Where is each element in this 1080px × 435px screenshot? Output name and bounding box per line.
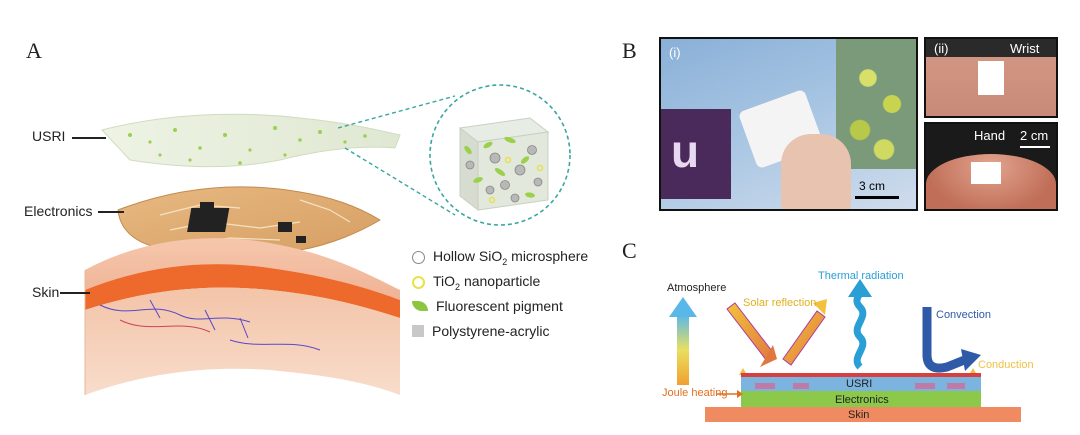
usri-label: USRI: [32, 128, 66, 144]
photo-ii-wrist: (ii) Wrist: [924, 37, 1058, 118]
panel-a-illustration: [84, 84, 571, 395]
hand-scale: 2 cm: [1020, 128, 1049, 143]
green-leaf-icon: [412, 301, 428, 311]
legend-label: Hollow SiO2 microsphere: [433, 248, 589, 267]
legend-label: TiO2 nanoparticle: [433, 273, 541, 292]
wrist-label: Wrist: [1010, 41, 1040, 56]
legend-item-sio2: Hollow SiO2 microsphere: [412, 248, 588, 267]
photo-ii-tag: (ii): [934, 41, 949, 56]
wrist-patch: [978, 61, 1004, 95]
panel-c-diagram: [669, 279, 1021, 422]
electronics-layer-c: [741, 391, 981, 407]
legend-label: Polystyrene-acrylic: [432, 323, 550, 339]
photo-i-scale: 3 cm: [859, 179, 886, 193]
hand-patch: [971, 162, 1001, 184]
solar-arrow-in: [726, 302, 776, 362]
u-letter: u: [671, 125, 700, 177]
electronics-leader: [98, 211, 124, 213]
joule-heating-label: Joule heating: [662, 387, 728, 399]
atmosphere-arrow-shaft: [677, 315, 689, 385]
hand-scalebar: [1020, 146, 1050, 148]
skin-leader: [60, 292, 90, 294]
legend-item-pigment: Fluorescent pigment: [412, 298, 563, 314]
panel-a-letter: A: [26, 38, 42, 63]
wrist-top: [926, 39, 1056, 57]
skin-layer-c: [705, 407, 1021, 422]
convection-label: Convection: [936, 309, 992, 321]
purple-sign: [661, 109, 731, 199]
legend-item-tio2: TiO2 nanoparticle: [412, 273, 540, 292]
skin-vessels: [99, 299, 321, 351]
hand-label: Hand: [974, 128, 1006, 143]
photo-i-scalebar: [855, 196, 899, 199]
thermal-radiation-arrow: [853, 291, 867, 370]
hollow-circle-icon: [412, 250, 425, 264]
usri-leader: [72, 137, 106, 139]
electronics-chip: [187, 208, 230, 232]
usri-top-strip: [741, 373, 981, 377]
usri-film: [101, 113, 401, 168]
skin-top-surface: [85, 238, 400, 300]
usri-layer-label: USRI: [846, 378, 873, 390]
thermal-radiation-label: Thermal radiation: [818, 270, 904, 282]
photo-i-tag: (i): [669, 45, 681, 60]
skin-layer-label: Skin: [848, 409, 870, 421]
panel-c-letter: C: [622, 238, 637, 263]
electronics-label: Electronics: [24, 203, 93, 219]
photo-i: u (i) 3 cm: [659, 37, 918, 211]
atmosphere-arrow-head: [669, 297, 697, 317]
atmosphere-label: Atmosphere: [667, 282, 727, 294]
electronics-layer-label: Electronics: [835, 394, 889, 406]
solar-arrow-out: [782, 310, 826, 366]
yellow-ring-icon: [412, 275, 425, 289]
usri-blocks: [755, 383, 965, 389]
legend-label: Fluorescent pigment: [436, 298, 563, 314]
conduction-label: Conduction: [978, 359, 1034, 371]
foliage: [836, 39, 916, 169]
solar-reflection-label: Solar reflection: [743, 297, 817, 309]
convection-arrow: [922, 307, 969, 373]
skin-red-layer: [85, 264, 400, 318]
usri-film-particles: [128, 126, 367, 165]
photo-ii-hand: Hand 2 cm: [924, 122, 1058, 211]
skin-dermis: [85, 287, 400, 395]
panel-b-letter: B: [622, 38, 637, 63]
grey-square-icon: [412, 325, 424, 337]
zoom-cube: [458, 117, 550, 212]
hand-shape: [781, 134, 851, 209]
skin-label: Skin: [32, 284, 60, 300]
legend-item-polystyrene: Polystyrene-acrylic: [412, 323, 549, 339]
